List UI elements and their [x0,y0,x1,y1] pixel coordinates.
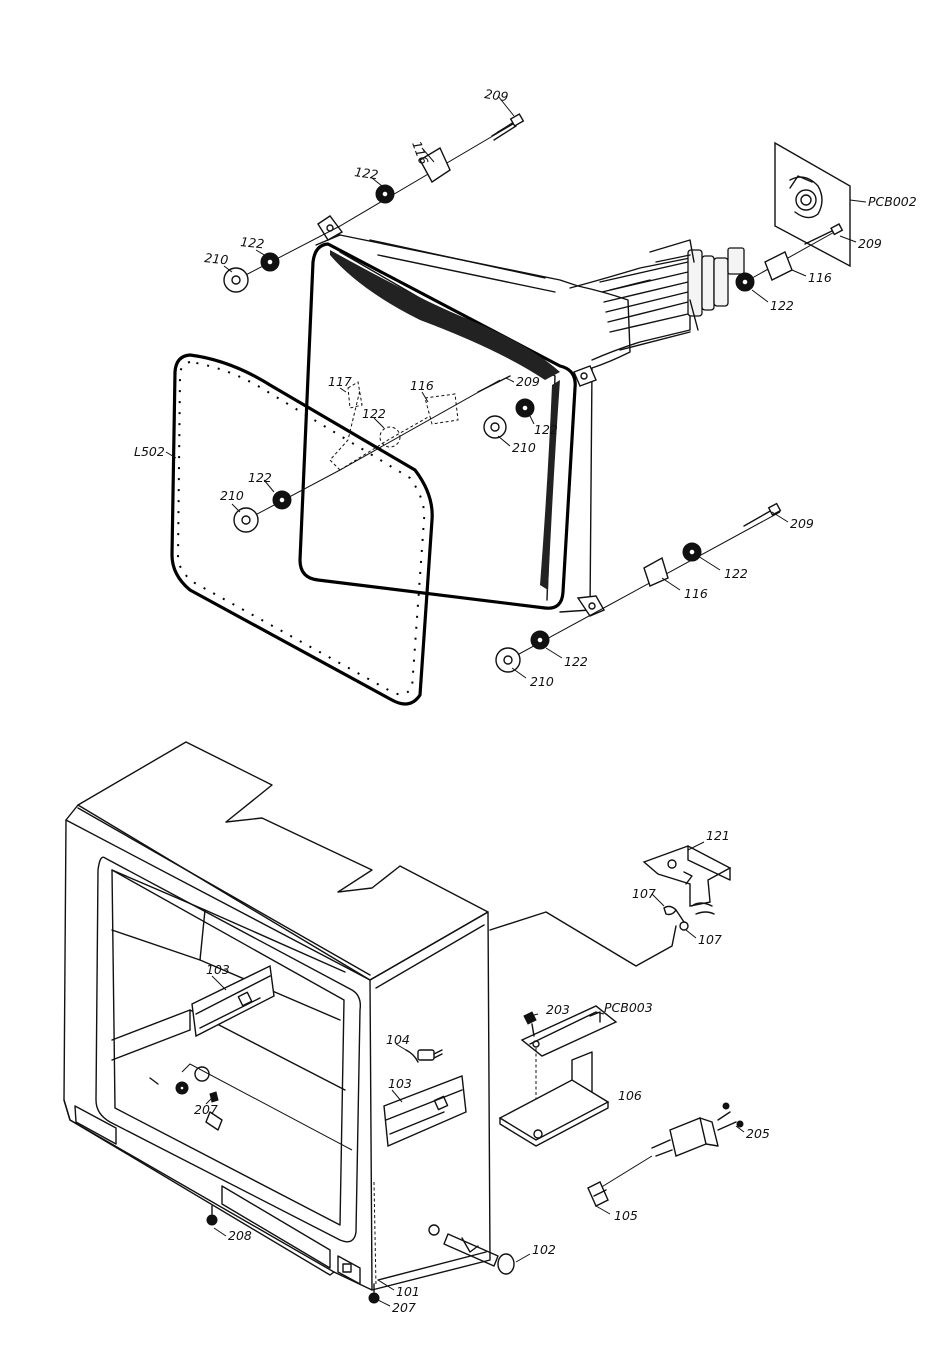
label-210-bottom: 210 [530,674,554,689]
label-106: 106 [618,1088,642,1103]
label-205: 205 [746,1126,770,1141]
label-116-top: 116 [409,139,431,167]
label-122-bottom-right: 122 [724,566,748,581]
label-116-center: 116 [410,378,434,393]
label-107-top: 107 [632,886,656,901]
label-121: 121 [706,828,730,843]
label-103-right: 103 [388,1076,412,1091]
label-208: 208 [228,1228,252,1243]
label-101: 101 [396,1284,420,1299]
label-102: 102 [532,1242,556,1257]
label-l502: L502 [134,444,165,459]
label-207-bottom: 207 [392,1300,416,1315]
label-116-bottom: 116 [684,586,708,601]
label-104: 104 [386,1032,410,1047]
label-122-left: 122 [248,470,272,485]
part-121 [644,846,730,906]
label-122-center-right: 122 [534,422,558,437]
label-209-right: 209 [858,236,882,251]
label-116-right: 116 [808,270,832,285]
label-103-left: 103 [206,962,230,977]
pcb002-board [775,143,850,266]
label-203: 203 [546,1002,570,1017]
label-210-top-left: 210 [204,250,229,267]
label-209-top: 209 [484,86,510,104]
label-122-bottom: 122 [564,654,588,669]
part-103-left [192,966,274,1036]
label-105: 105 [614,1208,638,1223]
label-207-inner: 207 [194,1102,218,1117]
label-122-center-left: 122 [362,406,386,421]
label-117: 117 [328,374,352,389]
part-107 [664,903,714,930]
label-209-bottom: 209 [790,516,814,531]
part-106-bracket [500,1052,608,1146]
label-210-center: 210 [512,440,536,455]
label-pcb003: PCB003 [604,1000,653,1015]
part-105 [588,1182,608,1206]
label-122-top: 122 [354,164,380,182]
part-104 [406,1050,442,1062]
label-pcb002: PCB002 [868,194,917,209]
mount-hardware-bottom [496,504,780,672]
label-122-right: 122 [770,298,794,313]
part-205 [600,1103,743,1188]
label-107-bottom: 107 [698,932,722,947]
label-122-top-left: 122 [240,234,265,251]
label-209-center: 209 [516,374,540,389]
label-210-left: 210 [220,488,244,503]
mount-hardware-center [234,376,534,532]
screws-lower [207,1092,379,1303]
mount-hardware-top-left [224,114,523,292]
